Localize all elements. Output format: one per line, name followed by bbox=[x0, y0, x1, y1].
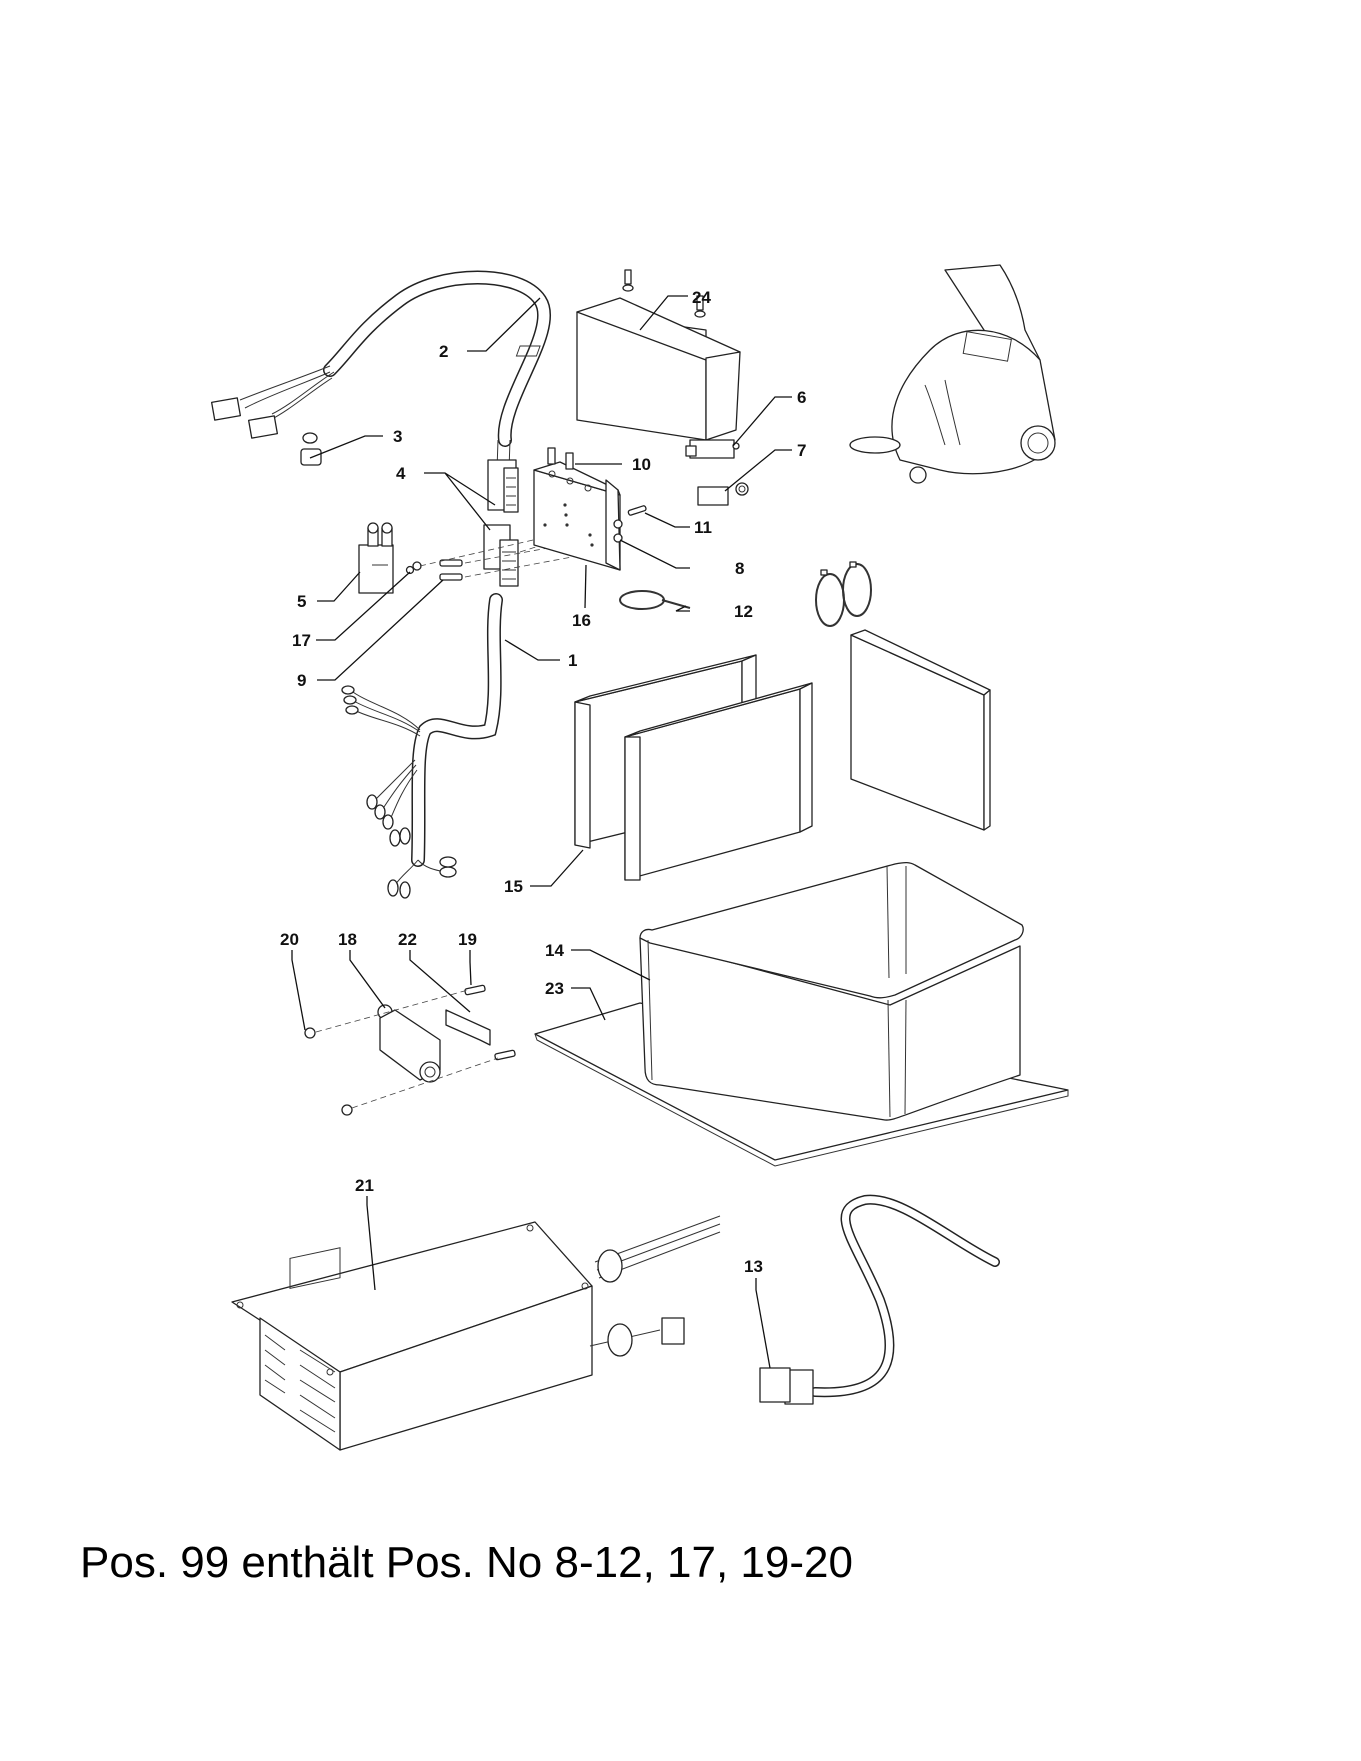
part-12-cable-tie bbox=[619, 590, 691, 610]
part-17-washers bbox=[405, 561, 422, 575]
part-22-bracket bbox=[445, 1009, 491, 1046]
callout-4: 4 bbox=[396, 464, 406, 483]
callout-7: 7 bbox=[797, 441, 806, 460]
part-15-foam-pad-middle bbox=[624, 682, 813, 881]
callout-21: 21 bbox=[355, 1176, 374, 1195]
part-16-mounting-plate bbox=[533, 461, 621, 571]
sweeper-machine-illustration bbox=[849, 264, 1056, 484]
part-11-pins bbox=[627, 505, 647, 516]
callout-16: 16 bbox=[572, 611, 591, 630]
callout-3: 3 bbox=[393, 427, 402, 446]
callout-2: 2 bbox=[439, 342, 448, 361]
callout-5: 5 bbox=[297, 592, 306, 611]
callout-13: 13 bbox=[744, 1257, 763, 1276]
callout-24: 24 bbox=[692, 288, 711, 307]
callout-20: 20 bbox=[280, 930, 299, 949]
part-6-switch bbox=[685, 439, 740, 459]
part-14-battery-tray bbox=[639, 861, 1024, 1121]
callout-8: 8 bbox=[735, 559, 744, 578]
part-5-contactor bbox=[358, 522, 394, 594]
callout-12: 12 bbox=[734, 602, 753, 621]
part-20-nuts bbox=[304, 1027, 353, 1116]
part-8-nuts bbox=[613, 519, 623, 543]
part-7-switch bbox=[697, 482, 749, 506]
callout-14: 14 bbox=[545, 941, 564, 960]
part-4-connector-lower bbox=[483, 524, 519, 587]
part-24-cover bbox=[515, 269, 741, 441]
callout-19: 19 bbox=[458, 930, 477, 949]
cable-harness-1 bbox=[341, 593, 503, 899]
part-19-bolts bbox=[464, 984, 516, 1061]
part-21-charger bbox=[231, 1215, 721, 1451]
part-18-actuator bbox=[377, 1004, 441, 1083]
callout-9: 9 bbox=[297, 671, 306, 690]
part-9-bolts bbox=[439, 559, 463, 581]
callout-6: 6 bbox=[797, 388, 806, 407]
leader-lines bbox=[291, 295, 792, 1369]
clamp-rings bbox=[815, 561, 872, 627]
part-10-screws bbox=[547, 447, 574, 470]
part-3-cap bbox=[300, 432, 322, 466]
part-4-connector-upper bbox=[487, 439, 519, 513]
callout-10: 10 bbox=[632, 455, 651, 474]
callout-22: 22 bbox=[398, 930, 417, 949]
part-15-foam-pad-right bbox=[850, 629, 991, 831]
parts-kit-note: Pos. 99 enthält Pos. No 8-12, 17, 19-20 bbox=[80, 1538, 853, 1587]
callout-11: 11 bbox=[694, 518, 712, 537]
callout-1: 1 bbox=[568, 651, 577, 670]
callout-18: 18 bbox=[338, 930, 357, 949]
cable-harness-2 bbox=[210, 270, 552, 447]
callout-15: 15 bbox=[504, 877, 523, 896]
callout-17: 17 bbox=[292, 631, 311, 650]
part-13-power-cord bbox=[759, 1194, 1000, 1405]
charger-cooling-fins bbox=[264, 1334, 336, 1433]
callout-labels: 2 3 4 5 17 9 1 10 24 6 7 11 8 16 12 15 1… bbox=[280, 288, 806, 1276]
callout-23: 23 bbox=[545, 979, 564, 998]
